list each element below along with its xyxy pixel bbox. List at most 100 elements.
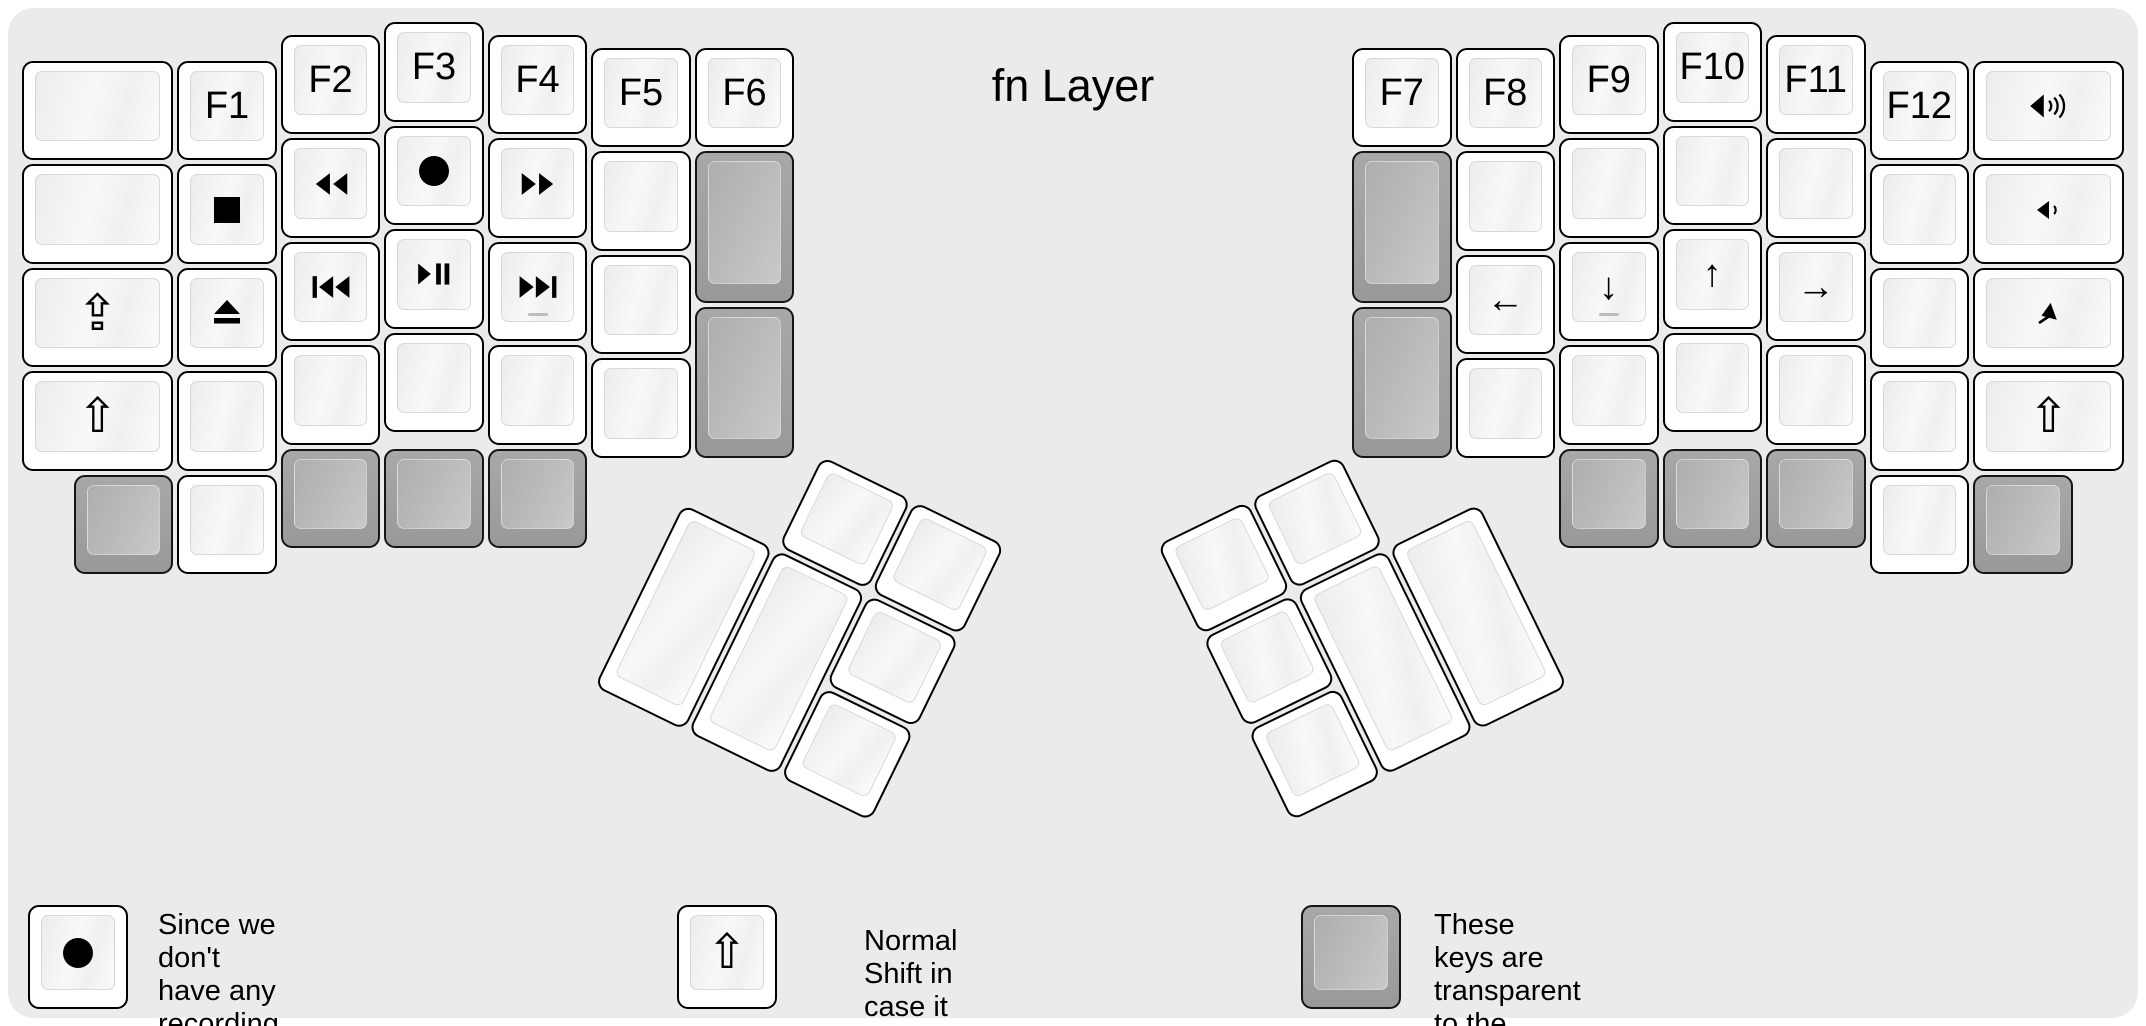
keytop <box>1986 174 2112 245</box>
key-transparent <box>694 151 795 303</box>
keytop <box>1675 135 1749 206</box>
key-label: ↓ <box>1599 266 1619 309</box>
keytop <box>1173 516 1271 612</box>
keytop <box>707 316 782 439</box>
key-blank <box>1869 474 1969 575</box>
key-f10: F10 <box>1662 22 1762 122</box>
key-label: F4 <box>515 59 560 102</box>
keytop: ↑ <box>1675 239 1749 310</box>
key-transparent <box>1352 306 1452 458</box>
key-transparent <box>1662 448 1762 549</box>
key-blank <box>1662 125 1762 225</box>
key-f6: F6 <box>694 47 795 148</box>
record-icon <box>419 155 449 186</box>
keytop <box>293 458 368 530</box>
keytop <box>1263 702 1361 798</box>
keytop: F5 <box>604 57 678 129</box>
keytop: ⇧ <box>690 915 764 990</box>
keytop <box>35 70 161 142</box>
key-record <box>384 125 484 225</box>
keytop <box>397 458 471 530</box>
key-blank <box>591 358 691 458</box>
key-label: F2 <box>308 59 353 102</box>
keytop <box>707 161 782 284</box>
keytop <box>1779 355 1853 426</box>
key-blank <box>1455 151 1555 251</box>
legend-record-key <box>28 905 132 1012</box>
key-eject <box>177 267 277 368</box>
key-shift: ⇧ <box>1973 371 2125 471</box>
keytop <box>86 484 161 556</box>
key-caps-lock: ⇪ <box>22 267 174 368</box>
key-label: F12 <box>1886 85 1952 128</box>
key-blank <box>280 345 381 445</box>
key-f12: F12 <box>1869 60 1969 161</box>
key-shift-sample: ⇧ <box>677 905 777 1009</box>
keytop <box>1572 355 1646 426</box>
key-label: F10 <box>1679 46 1745 89</box>
key-transparent <box>1559 448 1659 549</box>
key-prev-track <box>280 241 381 342</box>
keytop <box>1314 915 1388 990</box>
keytop <box>500 148 575 219</box>
key-blank <box>22 164 174 264</box>
keytop: F12 <box>1882 70 1956 142</box>
key-blank <box>591 254 691 355</box>
keyboard-panel: fn Layer Since we don't have any recordi… <box>8 8 2138 1026</box>
keytop <box>190 174 264 245</box>
keytop: ⇧ <box>35 381 161 452</box>
key-label: F3 <box>411 46 457 89</box>
legend-shift-text: Normal Shift in case it needs to be send… <box>864 925 958 1026</box>
keytop <box>293 251 368 323</box>
keytop: F3 <box>397 32 471 103</box>
key-fast-forward <box>487 138 588 238</box>
keytop <box>1882 381 1956 452</box>
left-thumb-cluster <box>592 408 1007 823</box>
key-shift: ⇧ <box>22 371 174 471</box>
key-transparent <box>73 474 174 575</box>
key-up-arrow: ↑ <box>1662 229 1762 329</box>
keytop: → <box>1779 251 1853 323</box>
key-label: ⇧ <box>77 389 118 443</box>
keytop <box>293 148 368 219</box>
key-f5: F5 <box>591 47 691 148</box>
key-transparent <box>280 448 381 549</box>
legend-record-text: Since we don't have any recording key, t… <box>158 909 279 1026</box>
keytop <box>1266 470 1364 567</box>
keytop <box>1779 148 1853 219</box>
key-f2: F2 <box>280 34 381 135</box>
key-blank <box>177 371 277 471</box>
key-blank <box>1766 345 1866 445</box>
eject-icon <box>209 298 245 329</box>
key-next-track <box>487 241 588 342</box>
key-label: F5 <box>618 72 664 115</box>
key-label: ⇪ <box>76 285 119 342</box>
keytop <box>500 355 575 426</box>
key-f1: F1 <box>177 60 277 161</box>
layer-title: fn Layer <box>991 60 1155 111</box>
legend-transparent-key <box>1301 905 1405 1012</box>
key-blank <box>591 151 691 251</box>
keytop <box>41 915 115 990</box>
key-f7: F7 <box>1352 47 1452 148</box>
keytop <box>500 251 575 323</box>
legend-transparent-text: These keys are transparent to the layout… <box>1434 909 1581 1026</box>
key-label: → <box>1796 266 1835 309</box>
keytop <box>891 516 989 612</box>
keytop <box>604 264 678 336</box>
key-transparent <box>1973 474 2073 575</box>
keytop <box>1365 316 1439 439</box>
key-stop <box>177 164 277 264</box>
key-f11: F11 <box>1766 34 1866 135</box>
key-label: F7 <box>1379 72 1424 115</box>
key-rewind <box>280 138 381 238</box>
keytop <box>1675 342 1749 413</box>
homing-mark <box>1598 312 1619 317</box>
keytop <box>1675 458 1749 530</box>
key-label: F9 <box>1586 59 1631 102</box>
keytop <box>35 174 161 245</box>
key-label: F8 <box>1483 72 1528 115</box>
key-label: F6 <box>722 72 767 115</box>
record-icon <box>63 937 93 968</box>
